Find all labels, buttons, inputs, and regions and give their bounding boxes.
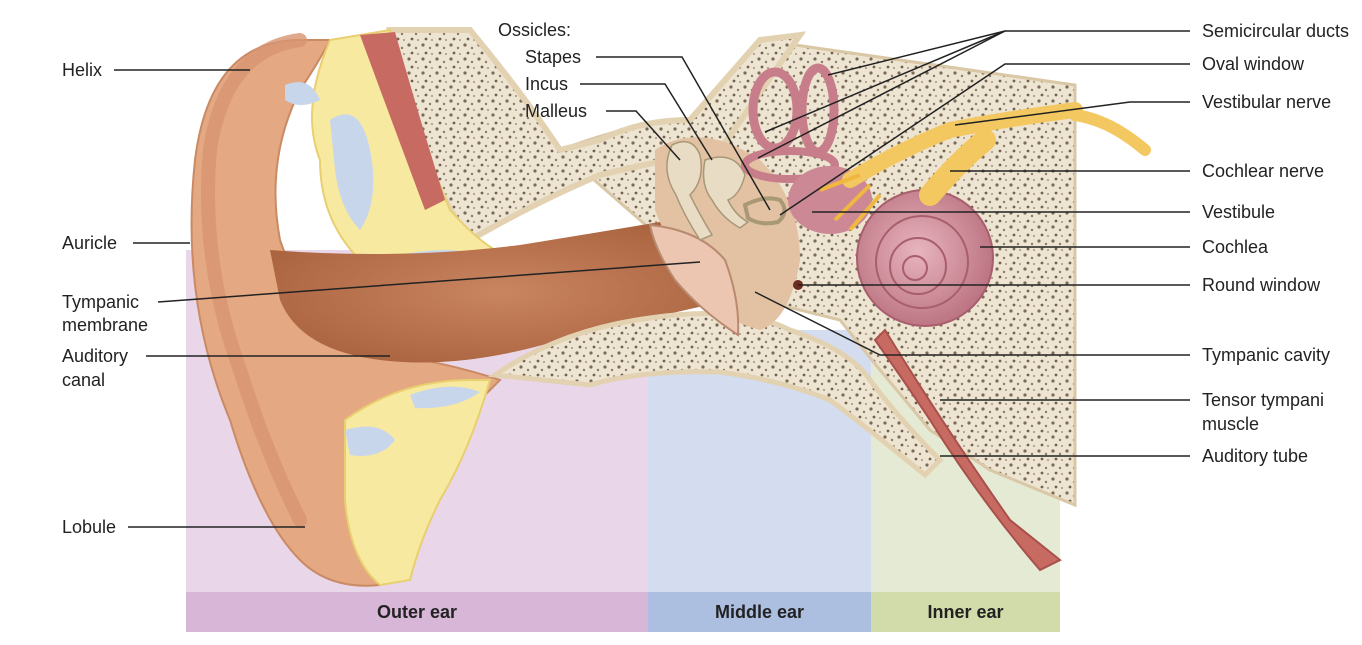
- label-helix: Helix: [62, 60, 103, 80]
- nerve-fiber-1: [819, 173, 861, 192]
- label-vestibule: Vestibule: [1202, 202, 1276, 222]
- label-cochlea: Cochlea: [1202, 237, 1269, 257]
- label-ossicles: Ossicles:: [498, 20, 572, 40]
- leader-oval-window: [779, 63, 1190, 216]
- auditory-canal: [270, 222, 730, 363]
- cartilage-pocket-4: [345, 426, 395, 456]
- leader-stapes: [596, 56, 771, 211]
- cartilage-pocket-5: [410, 386, 480, 409]
- leader-lines: [114, 30, 1190, 528]
- leader-semicircular-1: [827, 30, 1006, 76]
- auditory-tube-shape: [873, 328, 1062, 572]
- label-round-window: Round window: [1202, 275, 1321, 295]
- leader-semicircular-3: [757, 30, 1006, 159]
- cartilage-pocket-3: [285, 82, 320, 105]
- region-label-outer-ear: Outer ear: [376, 601, 458, 622]
- label-tympanic-membrane-line2: membrane: [62, 315, 149, 335]
- leader-malleus: [606, 110, 681, 161]
- label-semicircular-ducts: Semicircular ducts: [1202, 21, 1350, 41]
- cochlear-nerve-shape: [919, 129, 996, 206]
- lower-bone-slab: [488, 311, 944, 479]
- inner-ear-bar: [871, 592, 1060, 632]
- vestibular-nerve-shape: [842, 102, 1083, 188]
- incus-shape: [702, 156, 750, 229]
- label-tensor-tympani-line2: muscle: [1202, 414, 1260, 434]
- tympanic-membrane-shape: [648, 223, 740, 337]
- label-incus: Incus: [525, 74, 569, 94]
- nerve-exit: [1069, 109, 1151, 156]
- leader-vestibular-nerve: [954, 101, 1190, 126]
- malleus-shape: [666, 140, 714, 241]
- semicircular-canal-3: [741, 147, 839, 183]
- leader-tympanic-membrane: [157, 261, 701, 303]
- region-label-inner-ear: Inner ear: [927, 601, 1004, 622]
- label-tympanic-membrane-line1: Tympanic: [62, 292, 140, 312]
- cochlea-turn-2: [889, 237, 947, 295]
- label-tensor-tympani-line1: Tensor tympani: [1202, 390, 1325, 410]
- label-oval-window: Oval window: [1202, 54, 1305, 74]
- label-vestibular-nerve: Vestibular nerve: [1202, 92, 1332, 112]
- label-stapes: Stapes: [525, 47, 582, 67]
- label-malleus: Malleus: [525, 101, 588, 121]
- helix-rim: [201, 33, 307, 527]
- upper-muscle: [360, 32, 445, 210]
- outer-ear-bar: [186, 592, 648, 632]
- leader-semicircular-2: [764, 30, 1006, 133]
- leader-incus: [580, 83, 713, 161]
- middle-ear-bar: [648, 592, 871, 632]
- label-cochlear-nerve: Cochlear nerve: [1202, 161, 1325, 181]
- label-tympanic-cavity: Tympanic cavity: [1202, 345, 1331, 365]
- cochlea-turn-1: [875, 215, 969, 309]
- label-auditory-canal-line1: Auditory: [62, 346, 129, 366]
- label-lobule: Lobule: [62, 517, 117, 537]
- label-auditory-canal-line2: canal: [62, 370, 106, 390]
- cochlea-turn-3: [902, 255, 928, 281]
- cartilage-pocket-1: [330, 114, 374, 230]
- region-label-middle-ear: Middle ear: [714, 601, 805, 622]
- label-auricle: Auricle: [62, 233, 118, 253]
- nerve-fiber-2: [833, 183, 872, 222]
- cochlea-shape: [856, 189, 994, 327]
- label-auditory-tube: Auditory tube: [1202, 446, 1309, 466]
- leader-tympanic-cavity: [754, 291, 1190, 356]
